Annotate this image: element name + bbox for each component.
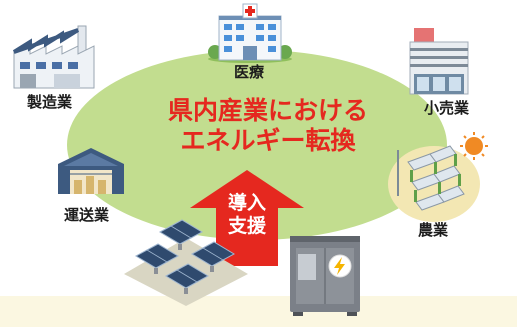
- arrow-label-line-2: 支援: [227, 215, 266, 237]
- label-retail: 小売業: [424, 99, 470, 117]
- headline-line-2: エネルギー転換: [180, 126, 356, 155]
- factory-icon: [12, 25, 95, 89]
- arrow-label-line-1: 導入: [227, 192, 266, 214]
- label-manufacturing: 製造業: [27, 93, 73, 111]
- hospital-icon: [208, 3, 292, 63]
- label-transport: 運送業: [64, 206, 110, 224]
- label-agriculture: 農業: [418, 221, 449, 239]
- lightning-icon: [328, 254, 352, 278]
- headline: 県内産業における エネルギー転換: [118, 96, 418, 156]
- warehouse-icon: [58, 148, 124, 194]
- headline-line-1: 県内産業における: [167, 96, 368, 125]
- up-arrow: [190, 170, 304, 266]
- store-icon: [409, 28, 469, 95]
- label-medical: 医療: [234, 63, 265, 81]
- solar-farm-icon: [388, 132, 488, 222]
- ground-band: [0, 296, 517, 327]
- solar-panels-icon: [124, 219, 248, 306]
- arrow-label: 導入 支援: [215, 192, 279, 238]
